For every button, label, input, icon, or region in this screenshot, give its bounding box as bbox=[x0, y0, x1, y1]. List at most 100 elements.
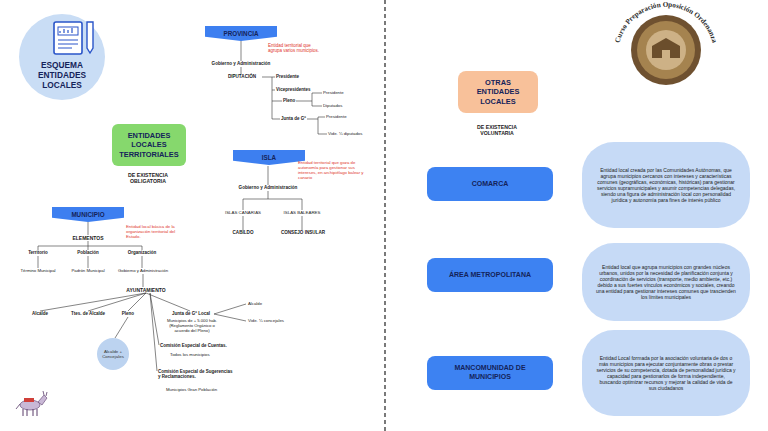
label-text: CABILDO bbox=[223, 230, 263, 236]
label-text: Junta de Gº bbox=[281, 116, 311, 121]
leader-line bbox=[150, 293, 159, 371]
leader-line bbox=[115, 317, 128, 338]
banner-fill bbox=[233, 150, 305, 165]
curved-caption: Curso Preparación Oposición Ordenanza bbox=[614, 1, 719, 44]
label-text: Alcalde bbox=[26, 311, 54, 316]
medal-emblem bbox=[631, 15, 701, 85]
document-page bbox=[54, 22, 82, 54]
section-banner: ISLA bbox=[233, 150, 305, 165]
node-content: ENTIDADES LOCALES TERRITORIALES bbox=[112, 124, 186, 166]
node-content: Entidad local creada por las Comunidades… bbox=[582, 142, 750, 228]
label-text: DE EXISTENCIA OBLIGATORIA bbox=[113, 172, 183, 184]
leader-line bbox=[40, 293, 190, 311]
label-text: DE EXISTENCIA VOLUNTARIA bbox=[465, 124, 529, 136]
label-text: Gobierno y Administración bbox=[205, 61, 277, 67]
label-text: Junta de Gº Local bbox=[166, 311, 216, 316]
label-text: Población bbox=[68, 250, 108, 255]
label-text: Presidente bbox=[276, 74, 316, 79]
label-text: Presidente bbox=[323, 90, 363, 95]
entity-box: MANCOMUNIDAD DE MUNICIPIOS bbox=[427, 356, 553, 390]
label-text: Municipios Gran Población bbox=[166, 387, 236, 392]
label-text: Organización bbox=[120, 250, 164, 255]
label-text: Territorio bbox=[18, 250, 58, 255]
label-text: Todos los municipios bbox=[170, 352, 230, 357]
node-text: Entidad local que agrupa municipios con … bbox=[596, 264, 736, 301]
label-text: Entidad territorial que goza de autonomí… bbox=[298, 160, 368, 181]
label-text: Vide. ⅓ diputados bbox=[328, 131, 380, 136]
circle-fill bbox=[19, 14, 105, 100]
member-circle: Alcalde + Concejales bbox=[97, 338, 129, 370]
document-lines bbox=[58, 40, 78, 48]
entity-box: COMARCA bbox=[427, 167, 553, 201]
leader-line bbox=[241, 40, 242, 74]
label-text: Municipios de + 5.000 hab. (Reglamento O… bbox=[164, 318, 220, 333]
node-content: PROVINCIA bbox=[205, 26, 277, 41]
node-text: OTRAS ENTIDADES LOCALES bbox=[464, 78, 532, 105]
leader-line bbox=[214, 304, 246, 321]
node-text: MANCOMUNIDAD DE MUNICIPIOS bbox=[433, 364, 547, 381]
medal-ring bbox=[631, 15, 701, 85]
banner-fill bbox=[205, 26, 277, 41]
document-bars bbox=[60, 28, 72, 33]
node-content: Entidad local que agrupa municipios con … bbox=[582, 243, 750, 321]
node-text: PROVINCIA bbox=[224, 30, 259, 38]
section-banner: MUNICIPIO bbox=[52, 207, 124, 222]
node-content: MANCOMUNIDAD DE MUNICIPIOS bbox=[427, 356, 553, 390]
label-text: ELEMENTOS bbox=[66, 235, 110, 241]
banner-fill bbox=[52, 207, 124, 222]
label-text: Comisión Especial de Cuentas. bbox=[160, 343, 238, 348]
label-text: Vide. ⅓ concejales bbox=[248, 318, 300, 323]
label-text: Diputados bbox=[323, 103, 363, 108]
donkey-illustration bbox=[16, 391, 47, 416]
node-content: ÁREA METROPOLITANA bbox=[427, 258, 553, 292]
label-text: Vicepresidentes bbox=[276, 87, 321, 92]
label-text: AYUNTAMIENTO bbox=[116, 287, 176, 293]
node-content: MUNICIPIO bbox=[52, 207, 124, 222]
divider-line bbox=[384, 0, 385, 431]
label-text: Comisión Especial de Sugerencias y Recla… bbox=[158, 369, 236, 380]
node-content: Entidad Local formada por la asociación … bbox=[582, 330, 750, 416]
donkey-head bbox=[38, 395, 47, 405]
donkey-saddle bbox=[24, 398, 34, 402]
node-content: OTRAS ENTIDADES LOCALES bbox=[458, 71, 538, 113]
label-text: ISLAS CANARIAS bbox=[221, 210, 265, 215]
node-content: Alcalde + Concejales bbox=[97, 338, 129, 370]
node-content: COMARCA bbox=[427, 167, 553, 201]
label-text: Gobierno y Administración bbox=[230, 185, 306, 191]
label-text: Presidente bbox=[326, 114, 366, 119]
node-text: MUNICIPIO bbox=[71, 211, 104, 219]
node-text: Entidad Local formada por la asociación … bbox=[596, 355, 736, 392]
label-text: DIPUTACIÓN bbox=[220, 74, 264, 80]
category-box: ENTIDADES LOCALES TERRITORIALES bbox=[112, 124, 186, 166]
node-text: Entidad local creada por las Comunidades… bbox=[596, 167, 736, 204]
label-text: Padrón Municipal bbox=[64, 268, 112, 273]
document-chart bbox=[58, 27, 78, 35]
label-text: Ttes. de Alcalde bbox=[66, 311, 110, 316]
entity-box: ÁREA METROPOLITANA bbox=[427, 258, 553, 292]
node-content: ISLA bbox=[233, 150, 305, 165]
donkey-tail bbox=[16, 404, 20, 409]
node-text: Alcalde + Concejales bbox=[102, 349, 124, 360]
medal-center bbox=[646, 30, 686, 70]
curved-caption-path: Curso Preparación Oposición Ordenanza bbox=[614, 1, 719, 44]
node-text: ENTIDADES LOCALES TERRITORIALES bbox=[116, 131, 182, 158]
node-text: ESQUEMA ENTIDADES LOCALES bbox=[33, 60, 91, 90]
definition-bubble: Entidad Local formada por la asociación … bbox=[582, 330, 750, 416]
medal-building bbox=[652, 38, 680, 58]
definition-bubble: Entidad local creada por las Comunidades… bbox=[582, 142, 750, 228]
label-text: Alcalde bbox=[248, 301, 278, 306]
pencil-icon bbox=[87, 22, 93, 53]
leader-line bbox=[296, 93, 322, 106]
label-text: CONSEJO INSULAR bbox=[277, 230, 329, 236]
label-text: Entidad territorial que agrupa varios mu… bbox=[268, 43, 324, 54]
donkey-ears bbox=[43, 391, 47, 396]
document-icon bbox=[54, 22, 93, 54]
label-text: Término Municipal bbox=[14, 268, 62, 273]
node-text: COMARCA bbox=[472, 180, 509, 189]
donkey-legs bbox=[23, 409, 37, 416]
label-text: ISLAS BALEARES bbox=[280, 210, 324, 215]
